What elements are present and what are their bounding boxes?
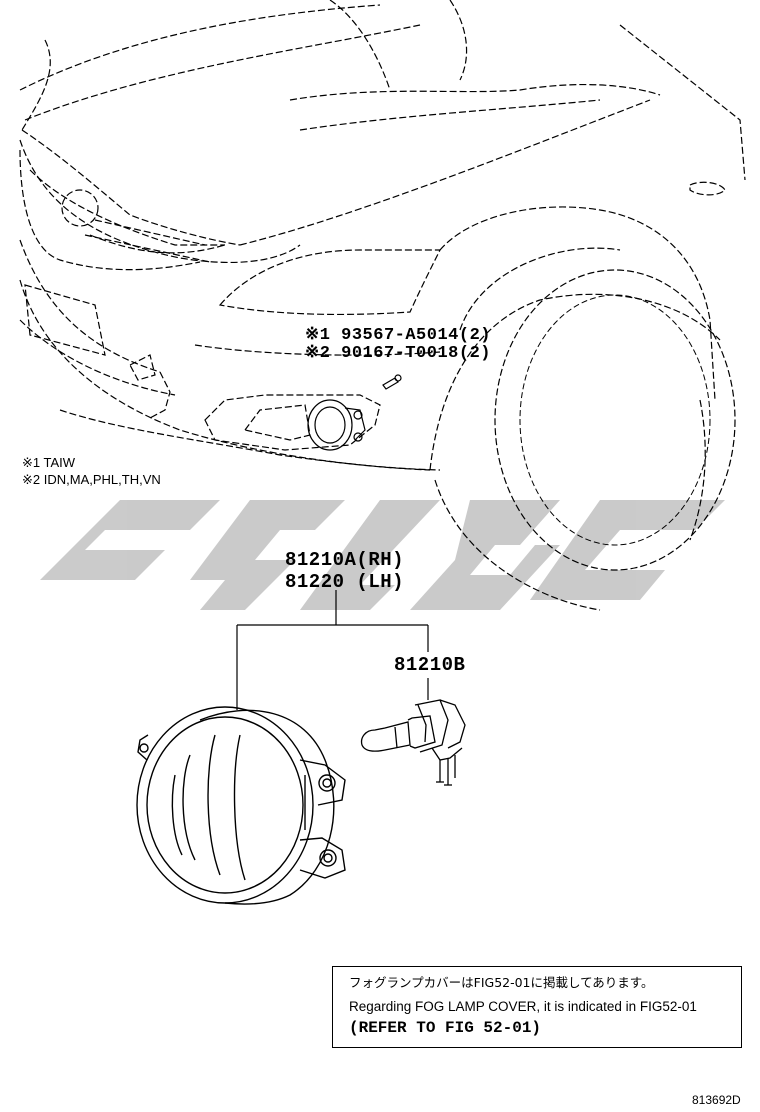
fog-lamp-lh-part-number: 81220 (LH) bbox=[285, 571, 405, 593]
front-wheel bbox=[494, 269, 736, 571]
bolt-callout-2: ※2 90167-T0018(2) bbox=[305, 344, 491, 363]
leader-lines bbox=[236, 590, 429, 710]
bolt-callout-1: ※1 93567-A5014(2) bbox=[305, 326, 491, 345]
car-front-outline bbox=[19, 0, 746, 611]
reference-note-refer: (REFER TO FIG 52-01) bbox=[349, 1019, 542, 1037]
bulb-part-number: 81210B bbox=[394, 654, 466, 676]
fog-lamp-bulb bbox=[360, 699, 466, 786]
figure-id: 813692D bbox=[692, 1093, 741, 1107]
bolt-screw bbox=[382, 374, 402, 390]
front-wheel-rim bbox=[519, 294, 711, 546]
reference-note-japanese: フォグランプカバーはFIG52-01に掲載してあります。 bbox=[349, 975, 654, 990]
watermark-logo bbox=[40, 500, 725, 610]
legend-note-1: ※1 TAIW bbox=[22, 455, 76, 470]
reference-note-box: フォグランプカバーはFIG52-01に掲載してあります。 Regarding F… bbox=[332, 966, 742, 1048]
fog-lamp-assembly bbox=[136, 706, 346, 905]
fog-lamp-rh-part-number: 81210A(RH) bbox=[285, 549, 405, 571]
legend-note-2: ※2 IDN,MA,PHL,TH,VN bbox=[22, 472, 161, 487]
fog-lamp-installed bbox=[307, 399, 366, 451]
reference-note-english: Regarding FOG LAMP COVER, it is indicate… bbox=[349, 999, 697, 1014]
